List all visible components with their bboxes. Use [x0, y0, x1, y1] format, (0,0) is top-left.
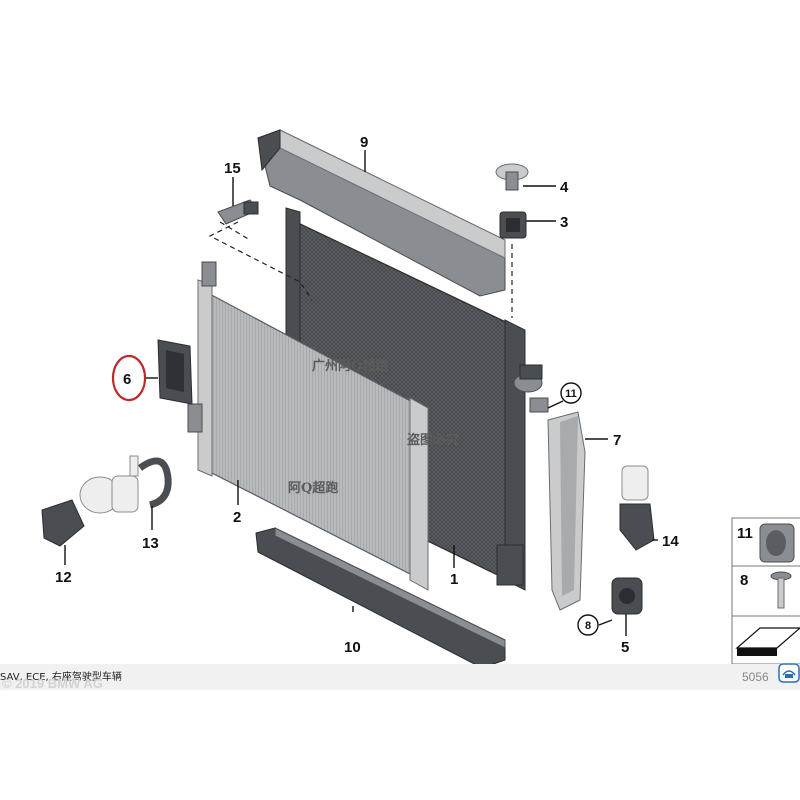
pump-bracket-part-12: [41, 499, 85, 547]
circled-callout-8-label: 8: [585, 620, 591, 632]
circled-callout-11: 11: [560, 382, 582, 404]
callout-2: 2: [233, 509, 241, 526]
tank-bracket-part-14: [619, 503, 655, 551]
callout-9: 9: [360, 134, 368, 151]
legend-screw-8: [770, 571, 792, 609]
callout-12: 12: [55, 569, 72, 586]
watermark-bottom: 阿Q超跑: [288, 480, 338, 496]
clip-part-4: [495, 163, 529, 191]
air-duct-part-7: [547, 411, 586, 611]
bracket-part-6: [157, 339, 193, 405]
watermark-top: 广州阿Q超跑: [312, 358, 388, 374]
callout-14: 14: [662, 533, 679, 550]
circled-callout-8: 8: [577, 614, 599, 636]
corner-logo-icon: [778, 663, 800, 683]
callout-5: 5: [621, 639, 629, 656]
clamp-part-13: [137, 457, 172, 509]
vehicle-variant-caption: SAV, ECE, 右座驾驶型车辆: [0, 672, 122, 683]
highlight-circle-6: [111, 354, 147, 402]
condenser-part-2: [187, 261, 429, 591]
legend-box: 11 8: [731, 517, 800, 665]
lower-cover-part-10: [255, 527, 506, 669]
sensor-part-15: [217, 199, 259, 225]
legend-label-11: 11: [737, 525, 753, 542]
diagram-number: 5056: [742, 670, 769, 684]
leader-lines: [64, 150, 658, 636]
legend-arrow-icon: [735, 627, 800, 656]
legend-label-8: 8: [740, 572, 748, 589]
legend-connector-11: [759, 523, 795, 563]
assembly-lines: [208, 221, 513, 318]
footer-band: [0, 664, 800, 690]
callouts: 15 9 4 3 6 7 2 1 13 12 14 5 10: [55, 134, 679, 656]
callout-15: 15: [224, 160, 241, 177]
circled-callout-11-label: 11: [565, 388, 577, 400]
callout-7: 7: [613, 432, 621, 449]
copyright-notice: © 2019 BMW AG: [2, 676, 103, 691]
callout-3: 3: [560, 214, 568, 231]
upper-cover-part-9: [257, 129, 506, 297]
connector-part-11: [529, 397, 549, 413]
watermark-middle: 盗图必究: [407, 432, 459, 448]
mount-part-5: [611, 577, 643, 615]
callout-10: 10: [344, 639, 361, 656]
callout-13: 13: [142, 535, 159, 552]
callout-6: 6: [123, 371, 131, 388]
water-pump: [79, 455, 139, 514]
expansion-tank: [621, 465, 649, 501]
callout-1: 1: [450, 571, 458, 588]
mount-part-3: [499, 211, 527, 239]
callout-4: 4: [560, 179, 569, 196]
